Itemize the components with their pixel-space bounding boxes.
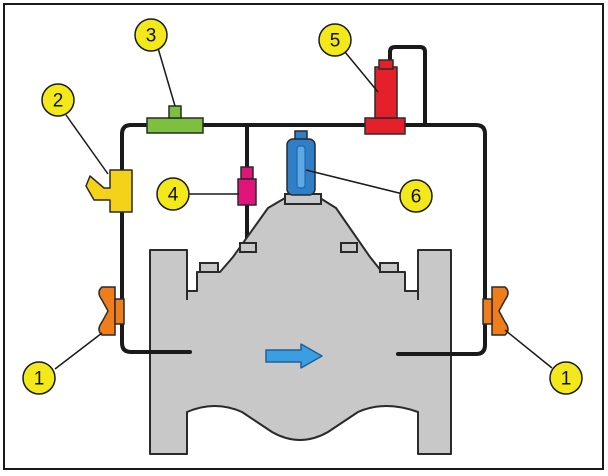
valve-body-shape — [149, 197, 452, 455]
pilot-valve-icon — [364, 59, 406, 135]
outer-frame — [3, 3, 604, 470]
callout-6-label: 6 — [411, 187, 422, 208]
flange-line-left — [186, 291, 419, 300]
callout-1-left: 1 — [22, 361, 56, 395]
callout-2: 2 — [41, 83, 75, 117]
position-indicator-icon — [286, 130, 316, 196]
bolt-right-lower — [379, 262, 399, 273]
leader-3 — [157, 47, 176, 107]
callout-1-right: 1 — [549, 361, 583, 395]
leader-6 — [305, 169, 404, 195]
flow-arrow-icon — [265, 343, 323, 369]
callout-5: 5 — [318, 23, 352, 57]
pipe-left-riser — [120, 123, 487, 356]
check-valve-icon — [237, 166, 257, 206]
callout-1-left-label: 1 — [34, 369, 45, 390]
isolation-valve-right-icon — [482, 286, 509, 336]
callout-1-right-label: 1 — [561, 369, 572, 390]
callout-5-label: 5 — [330, 31, 341, 52]
callout-3: 3 — [134, 18, 168, 52]
needle-valve-icon — [146, 105, 204, 134]
strainer-icon — [85, 169, 133, 213]
pipe-pilot-loop — [388, 45, 427, 127]
callout-6: 6 — [399, 179, 433, 213]
callout-3-label: 3 — [146, 26, 157, 47]
leader-lines — [54, 47, 553, 370]
leader-2 — [65, 114, 109, 175]
bolt-left-lower — [199, 262, 219, 273]
leader-5 — [344, 51, 379, 93]
callout-2-label: 2 — [53, 91, 64, 112]
callout-4-label: 4 — [168, 185, 179, 206]
bolt-right-upper — [340, 242, 358, 253]
bolt-left-upper — [239, 242, 257, 253]
leader-1-right — [504, 329, 553, 369]
main-valve-body — [149, 193, 452, 455]
leader-1-left — [54, 332, 103, 370]
callout-4: 4 — [156, 177, 190, 211]
isolation-valve-left-icon — [98, 286, 125, 336]
